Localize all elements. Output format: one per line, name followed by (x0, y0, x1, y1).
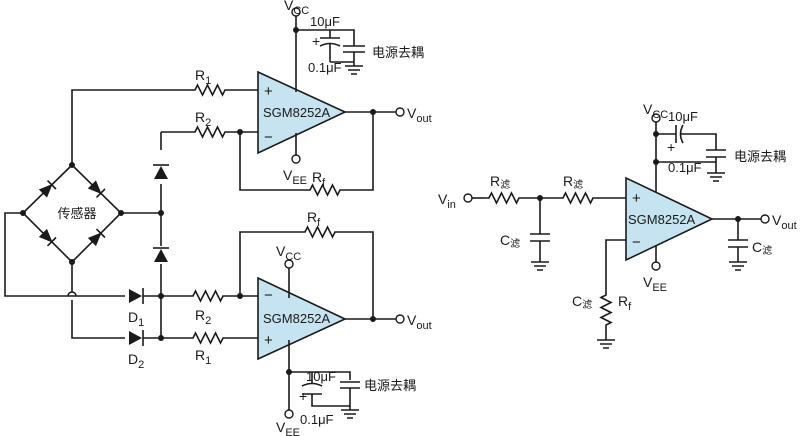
svg-text:+: + (264, 332, 273, 349)
label-vout-top: Vout (407, 105, 432, 125)
sensor-bridge: 传感器 (21, 163, 123, 264)
label-d2: D2 (128, 351, 144, 371)
opamp-top-part: SGM8252A (263, 105, 331, 120)
label-decoupling-filter: 电源去耦 (734, 150, 786, 165)
label-rf-filter: Rf (618, 293, 632, 313)
label-rf-bottom: Rf (307, 209, 321, 229)
label-rfilter-1: R滤 (490, 173, 510, 191)
label-r2-top: R2 (195, 109, 211, 129)
label-r1-bottom: R1 (195, 347, 211, 367)
svg-text:+: + (312, 33, 320, 49)
svg-text:−: − (264, 129, 273, 146)
svg-text:+: + (299, 388, 307, 404)
decoupling-bottom: + (289, 371, 360, 419)
label-r1-top: R1 (195, 67, 211, 87)
label-vcc-bottom: VCC (276, 243, 301, 263)
label-cap-10uf-top: 10μF (310, 14, 340, 29)
decoupling-filter: + (653, 124, 726, 182)
bridge-diode-top-right (87, 180, 106, 199)
opamp-filter: + − SGM8252A (625, 176, 714, 262)
opamp-bottom-part: SGM8252A (263, 311, 331, 326)
label-vcc-top: VCC (284, 0, 309, 17)
svg-text:+: + (667, 139, 675, 155)
label-cap-01uf-bottom: 0.1μF (300, 412, 334, 427)
svg-text:+: + (264, 83, 273, 100)
svg-text:−: − (632, 234, 641, 251)
label-rfilter-2: R滤 (563, 173, 583, 191)
svg-text:−: − (264, 287, 273, 304)
resistor-r1-bottom (187, 332, 229, 344)
label-vee-bottom: VEE (276, 419, 300, 436)
label-decoupling-top: 电源去耦 (372, 46, 424, 61)
label-vee-top: VEE (283, 167, 307, 187)
diode-lower (153, 213, 169, 338)
label-cap-01uf-filter: 0.1μF (668, 160, 702, 175)
decoupling-top: + (296, 29, 365, 75)
sensor-label: 传感器 (57, 206, 96, 222)
label-cap-10uf-bottom: 10μF (306, 369, 336, 384)
label-vee-filter: VEE (643, 274, 667, 294)
resistor-r2-bottom (187, 290, 229, 302)
label-cfilter-rf: C滤 (572, 293, 592, 311)
bridge-wiring (4, 89, 190, 339)
opamp-filter-part: SGM8252A (628, 212, 696, 227)
opamp-top: + − SGM8252A (257, 70, 347, 155)
opamp-bottom: − + SGM8252A (257, 276, 347, 361)
bridge-diode-bottom-left (38, 228, 57, 247)
label-cap-10uf-filter: 10μF (668, 109, 698, 124)
diode-upper (153, 132, 169, 213)
label-r2-bottom: R2 (195, 307, 211, 327)
label-rf-top: Rf (312, 169, 326, 189)
resistor-rf-filter (600, 289, 612, 331)
label-cfilter-1: C滤 (500, 232, 520, 250)
bridge-diode-bottom-right (87, 228, 106, 247)
svg-text:+: + (632, 190, 641, 207)
label-vin: Vin (438, 191, 456, 211)
capacitor-cfilter-out (728, 219, 748, 271)
label-vout-filter: Vout (772, 212, 797, 232)
diode-d2 (129, 330, 144, 346)
bridge-diode-top-left (38, 179, 57, 198)
label-vcc-filter: VCC (643, 101, 668, 121)
resistor-rfilter-2 (557, 192, 599, 204)
capacitor-cfilter-1 (530, 198, 550, 271)
resistor-rfilter-1 (483, 192, 525, 204)
label-d1: D1 (128, 309, 144, 329)
label-cfilter-out: C滤 (752, 239, 772, 257)
label-decoupling-bottom: 电源去耦 (364, 379, 416, 394)
diode-d1 (129, 288, 144, 304)
label-cap-01uf-top: 0.1μF (308, 60, 342, 75)
label-vout-bottom: Vout (407, 312, 432, 332)
